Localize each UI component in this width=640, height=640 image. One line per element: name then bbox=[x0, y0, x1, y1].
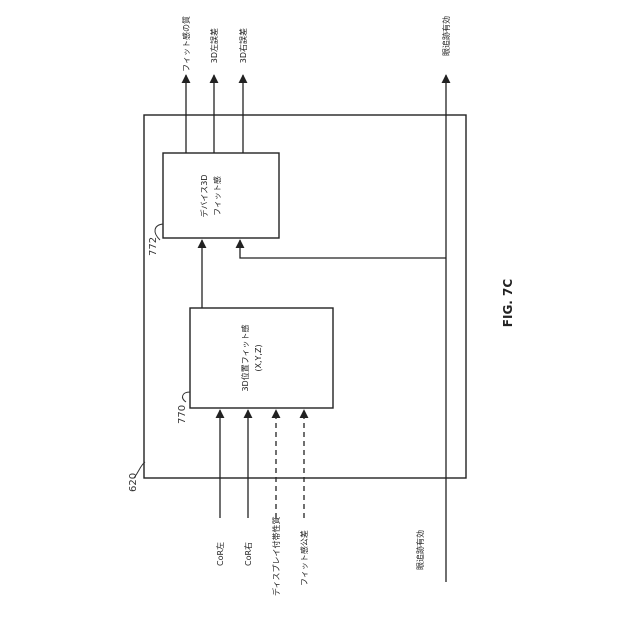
ref-system: 620 bbox=[128, 473, 139, 492]
input-display-properties-label: ディスプレイ付帯性質 bbox=[271, 517, 281, 596]
device-block-line2: フィット感 bbox=[212, 176, 222, 216]
figure-label: FIG. 7C bbox=[501, 279, 515, 328]
ref-device-block: 772 bbox=[148, 237, 159, 256]
output-fit-quality-label: フィット感の質 bbox=[181, 16, 191, 72]
input-cor-left-label: CoR左 bbox=[215, 542, 225, 566]
output-eye-tracking-label: 眼追跡有効 bbox=[441, 16, 451, 56]
input-eye-tracking-label: 眼追跡有効 bbox=[415, 530, 425, 570]
input-cor-right-label: CoR右 bbox=[243, 542, 253, 566]
eye-tracking-feed-line bbox=[240, 240, 446, 258]
device-block-line1: デバイス3D bbox=[199, 174, 209, 217]
input-fit-tolerance-label: フィット感公差 bbox=[299, 530, 309, 586]
output-3d-right-error-label: 3D右誤差 bbox=[238, 28, 248, 63]
position-block-line2: (X,Y,Z) bbox=[254, 344, 263, 371]
output-3d-left-error-label: 3D左誤差 bbox=[209, 28, 219, 63]
ref-position-block: 770 bbox=[177, 405, 188, 424]
ref-leader-position bbox=[183, 392, 190, 402]
position-block-line1: 3D位置フィット感 bbox=[240, 324, 250, 391]
